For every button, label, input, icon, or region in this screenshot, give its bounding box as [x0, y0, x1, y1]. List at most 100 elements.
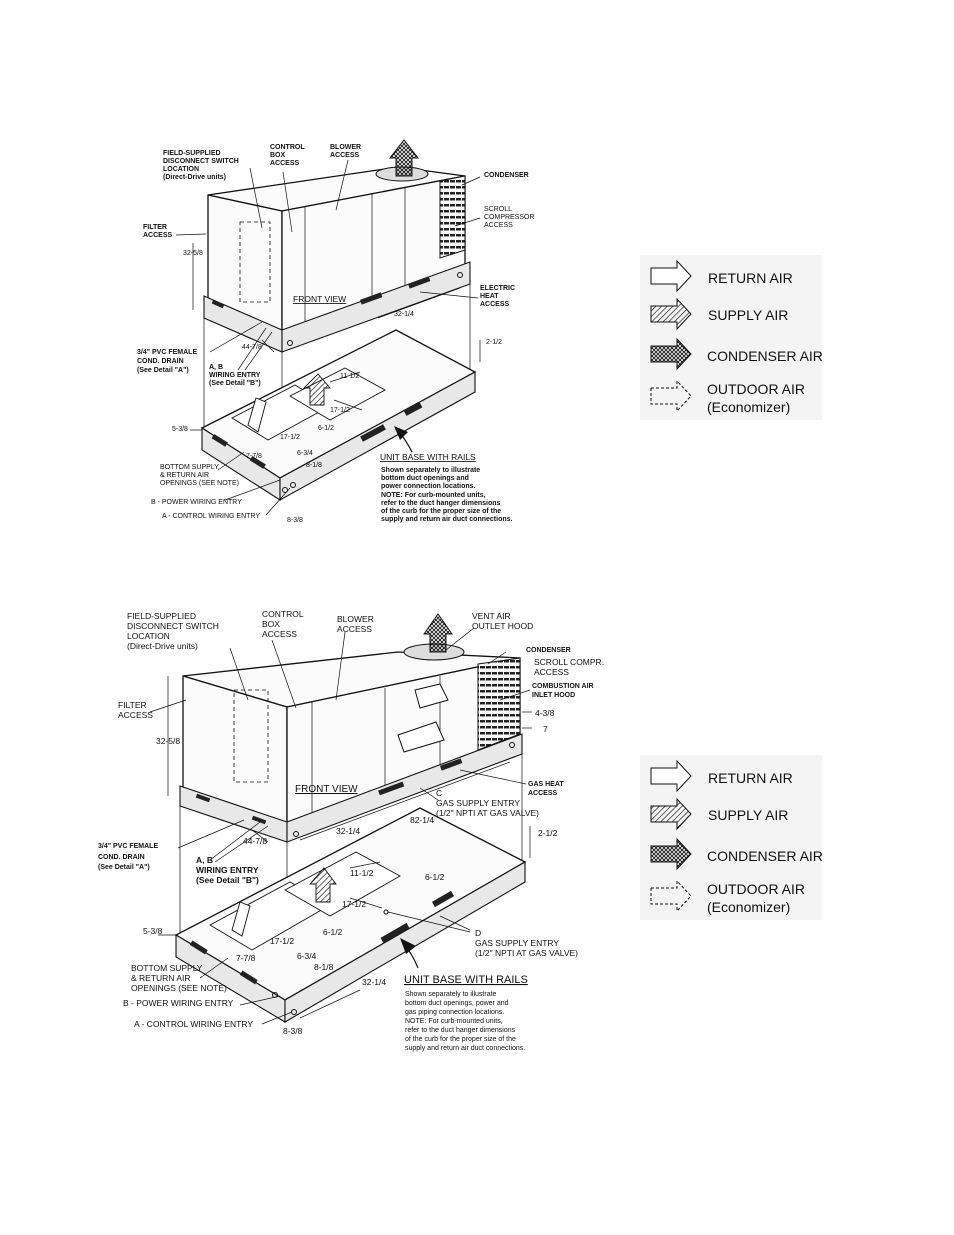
bottom-gas-c-label: C GAS SUPPLY ENTRY (1/2" NPTI AT GAS VAL…	[436, 788, 539, 818]
bottom-condenser-coil	[477, 657, 521, 751]
bottom-dim-d2: 17-1/2	[342, 899, 366, 909]
return-air-arrow-icon	[650, 259, 692, 293]
legend-bottom-return-air: RETURN AIR	[708, 770, 793, 786]
bottom-vent-air-label: VENT AIR OUTLET HOOD	[472, 611, 533, 631]
outdoor-air-arrow-icon	[650, 879, 692, 913]
bottom-dim-d4b: 6-1/2	[425, 872, 445, 882]
legend-top: RETURN AIR SUPPLY AIR CONDENSER AIR OUTD…	[640, 255, 823, 420]
bottom-field-switch-label: FIELD-SUPPLIED DISCONNECT SWITCH LOCATIO…	[127, 611, 221, 651]
legend-bottom-supply-air: SUPPLY AIR	[708, 807, 788, 823]
bottom-dim-d9: 8-3/8	[283, 1026, 303, 1036]
bottom-scroll-label: SCROLL COMPR. ACCESS	[534, 657, 606, 677]
supply-air-arrow-icon	[650, 797, 692, 831]
bottom-dim-d10: 32-1/4	[362, 977, 386, 987]
top-control-wiring-label: A - CONTROL WIRING ENTRY	[162, 513, 260, 520]
top-power-wiring-label: B - POWER WIRING ENTRY	[151, 499, 242, 506]
outdoor-air-arrow-icon	[650, 379, 692, 413]
bottom-dim-h2: 7	[543, 724, 548, 734]
legend-bottom: RETURN AIR SUPPLY AIR CONDENSER AIR OUTD…	[640, 755, 823, 920]
bottom-dim-depth: 44-7/8	[243, 836, 267, 846]
bottom-dim-h1: 4-3/8	[535, 708, 555, 718]
bottom-condenser-label: CONDENSER	[526, 647, 571, 654]
top-dim-d6: 7-7/8	[246, 453, 262, 460]
bottom-unit-base-pointer-icon	[400, 938, 416, 954]
top-condenser-label: CONDENSER	[484, 172, 529, 179]
bottom-control-box-label: CONTROL BOX ACCESS	[262, 609, 306, 639]
legend-top-condenser-air: CONDENSER AIR	[707, 348, 823, 364]
top-dim-d2: 17-1/2	[330, 407, 350, 414]
legend-top-outdoor-air: OUTDOOR AIR	[707, 381, 805, 397]
bottom-wiring-entry-label: A, B WIRING ENTRY (See Detail "B")	[196, 855, 261, 885]
top-unit-base-label: UNIT BASE WITH RAILS	[380, 452, 476, 462]
bottom-control-wiring-label: A - CONTROL WIRING ENTRY	[134, 1019, 253, 1029]
top-filter-label: FILTER ACCESS	[143, 224, 173, 239]
bottom-dim-length2: 82-1/4	[410, 815, 434, 825]
bottom-filter-label: FILTER ACCESS	[118, 700, 153, 720]
legend-top-outdoor-air-sub: (Economizer)	[707, 399, 790, 415]
legend-top-supply-air: SUPPLY AIR	[708, 307, 788, 323]
bottom-pvc-drain-label: 3/4" PVC FEMALE COND. DRAIN (See Detail …	[98, 843, 160, 871]
top-dim-d9: 8-3/8	[287, 517, 303, 524]
top-unit-base-pointer-icon	[394, 426, 408, 440]
condenser-air-arrow-icon	[650, 837, 692, 871]
top-wiring-entry-label: A, B WIRING ENTRY (See Detail "B")	[209, 364, 262, 387]
top-front-view-label: FRONT VIEW	[293, 294, 346, 304]
top-condenser-coil	[439, 175, 466, 259]
bottom-unit-diagram	[149, 613, 532, 1025]
top-condenser-air-arrow-icon	[388, 139, 420, 177]
top-dim-d1: 11-1/2	[340, 373, 359, 380]
legend-bottom-outdoor-air: OUTDOOR AIR	[707, 881, 805, 897]
bottom-dim-d6: 7-7/8	[236, 953, 256, 963]
bottom-base-supply-arrow-icon	[309, 867, 337, 903]
bottom-dim-rail: 2-1/2	[538, 828, 558, 838]
bottom-vent-hood	[414, 683, 449, 709]
top-pvc-drain-label: 3/4" PVC FEMALE COND. DRAIN (See Detail …	[137, 349, 199, 374]
bottom-power-wiring-label: B - POWER WIRING ENTRY	[123, 998, 234, 1008]
bottom-condenser-air-arrow-icon	[423, 613, 453, 653]
bottom-bottom-supply-label: BOTTOM SUPPLY & RETURN AIR OPENINGS (SEE…	[131, 963, 227, 993]
bottom-dim-length: 32-1/4	[336, 826, 360, 836]
bottom-dim-d4: 6-1/2	[323, 927, 343, 937]
top-unit-diagram	[175, 139, 481, 516]
top-control-box-label: CONTROL BOX ACCESS	[270, 144, 306, 167]
bottom-front-view-label: FRONT VIEW	[295, 784, 358, 795]
bottom-dim-d7: 6-3/4	[297, 951, 317, 961]
bottom-gas-heat-label: GAS HEAT ACCESS	[528, 781, 566, 797]
bottom-unit-base-label: UNIT BASE WITH RAILS	[404, 974, 528, 986]
top-base-return-arrow-icon	[247, 397, 267, 433]
bottom-note-text: Shown separately to illustrate bottom du…	[405, 991, 525, 1052]
bottom-dim-d8: 8-1/8	[314, 962, 334, 972]
bottom-combustion-label: COMBUSTION AIR INLET HOOD	[532, 683, 596, 699]
top-diagram-labels: FIELD-SUPPLIED DISCONNECT SWITCH LOCATIO…	[137, 144, 537, 524]
bottom-dim-d5: 5-3/8	[143, 926, 163, 936]
legend-bottom-condenser-air: CONDENSER AIR	[707, 848, 823, 864]
top-note-text: Shown separately to illustrate bottom du…	[381, 467, 513, 523]
top-blower-label: BLOWER ACCESS	[330, 144, 363, 159]
legend-bottom-outdoor-air-sub: (Economizer)	[707, 899, 790, 915]
bottom-diagram-labels: FIELD-SUPPLIED DISCONNECT SWITCH LOCATIO…	[98, 609, 606, 1052]
top-dim-d8: 8-1/8	[306, 462, 322, 469]
bottom-dim-height: 32-5/8	[156, 736, 180, 746]
top-dim-rail: 2-1/2	[486, 339, 502, 346]
top-bottom-supply-label: BOTTOM SUPPLY & RETURN AIR OPENINGS (SEE…	[160, 464, 239, 487]
bottom-combustion-hood	[397, 721, 445, 753]
bottom-dim-d3: 17-1/2	[270, 936, 294, 946]
legend-top-return-air: RETURN AIR	[708, 270, 793, 286]
bottom-blower-label: BLOWER ACCESS	[337, 614, 376, 634]
top-dim-depth: 44-7/8	[242, 344, 262, 351]
supply-air-arrow-icon	[650, 297, 692, 331]
top-dim-height: 32-5/8	[183, 250, 203, 257]
top-dim-d7: 6-3/4	[297, 450, 313, 457]
top-field-switch-label: FIELD-SUPPLIED DISCONNECT SWITCH LOCATIO…	[163, 150, 241, 181]
top-dim-d5: 5-3/8	[172, 426, 188, 433]
top-base-supply-arrow-icon	[302, 373, 331, 406]
top-dim-length: 32-1/4	[394, 311, 414, 318]
top-scroll-label: SCROLL COMPRESSOR ACCESS	[484, 206, 537, 229]
top-electric-heat-label: ELECTRIC HEAT ACCESS	[480, 285, 517, 308]
top-dim-d4: 6-1/2	[318, 425, 334, 432]
bottom-base-return-arrow-icon	[231, 901, 251, 937]
bottom-gas-d-label: D GAS SUPPLY ENTRY (1/2" NPTI AT GAS VAL…	[475, 928, 578, 958]
return-air-arrow-icon	[650, 759, 692, 793]
condenser-air-arrow-icon	[650, 337, 692, 371]
